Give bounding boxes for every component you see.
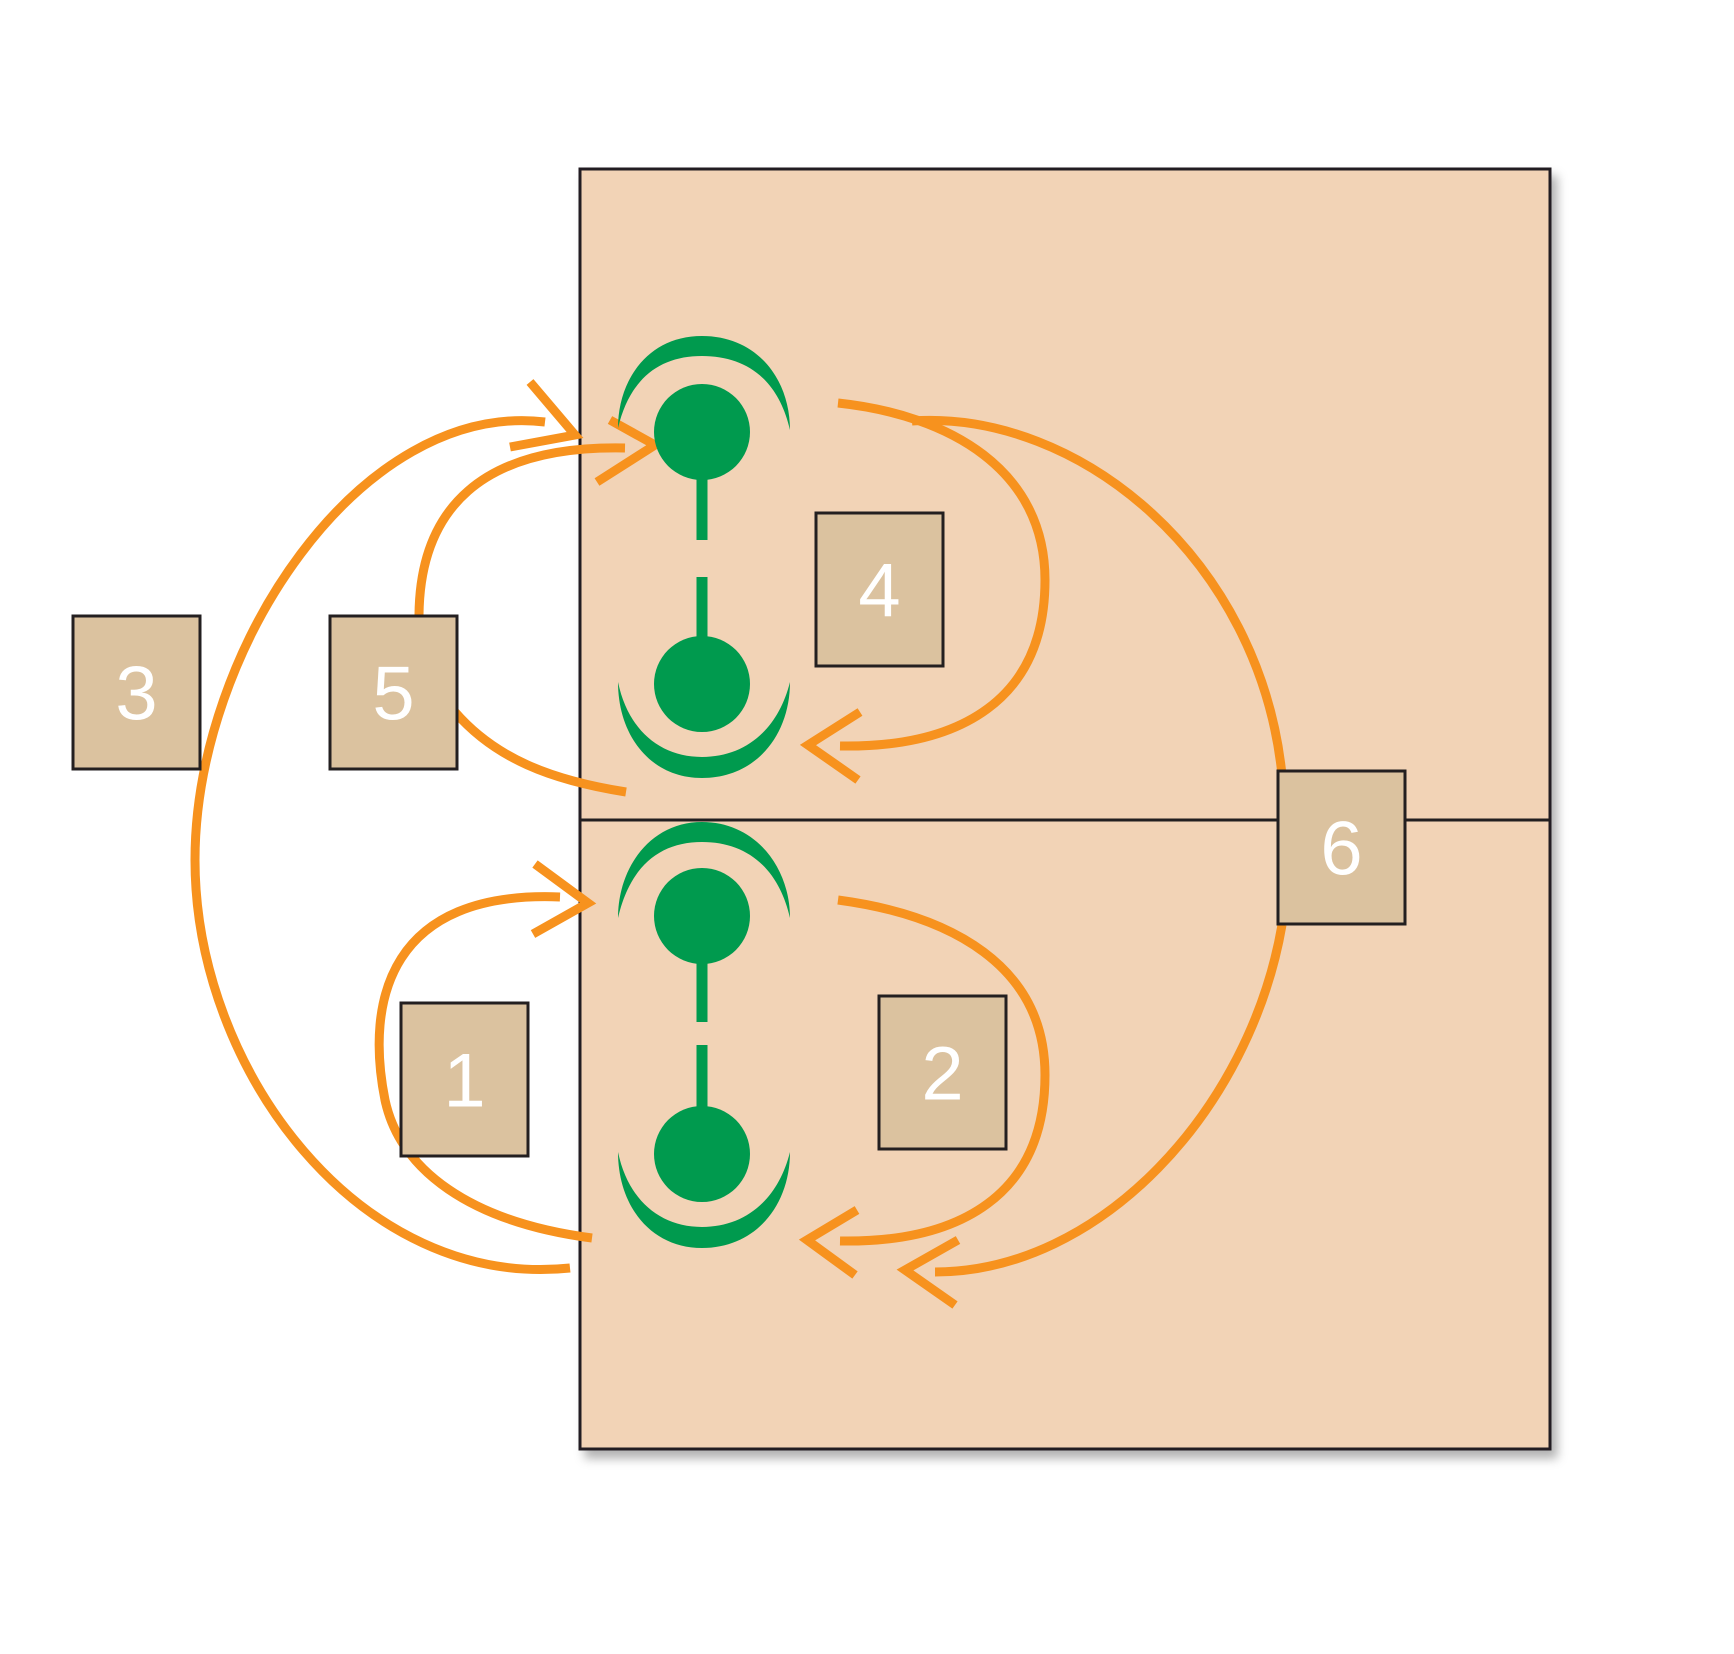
player-dot [654, 868, 750, 964]
label-1: 1 [443, 1039, 485, 1124]
label-6: 6 [1320, 807, 1362, 892]
movement-arrow-icon [799, 708, 863, 784]
player-marker-icon [618, 682, 790, 778]
arrow-5 [414, 416, 664, 797]
arrow-4-path [837, 398, 1050, 751]
arrow-6-path [911, 415, 1287, 1277]
player-lower-back [618, 1106, 790, 1248]
label-3: 3 [115, 652, 157, 737]
movement-arrow-icon [798, 1206, 860, 1279]
players [618, 336, 790, 1248]
label-box-2: 2 [877, 994, 1008, 1151]
player-dot [654, 384, 750, 480]
arrow-2 [798, 895, 1050, 1279]
player-dot [654, 636, 750, 732]
player-dot [654, 1106, 750, 1202]
label-5: 5 [372, 652, 414, 737]
label-box-1: 1 [399, 1001, 530, 1158]
movement-arrow-icon [509, 379, 584, 452]
arrow-6 [896, 415, 1287, 1309]
movement-arrow-icon [530, 860, 597, 938]
label-box-6: 6 [1276, 769, 1407, 926]
label-2: 2 [921, 1032, 963, 1117]
label-box-4: 4 [814, 511, 945, 668]
arrow-1-path [374, 892, 593, 1243]
arrow-1 [374, 860, 597, 1243]
arrow-5-path [414, 443, 627, 797]
player-lower-front [618, 822, 790, 964]
player-upper-front [618, 336, 790, 480]
label-box-5: 5 [328, 614, 459, 771]
label-4: 4 [858, 549, 900, 634]
player-marker-icon [618, 822, 790, 918]
movement-arrow-icon [896, 1236, 961, 1309]
label-box-3: 3 [71, 614, 202, 771]
movement-arrows [190, 379, 1287, 1309]
arrow-2-path [837, 895, 1050, 1246]
arrow-3 [190, 379, 584, 1274]
player-marker-icon [618, 336, 790, 430]
player-marker-icon [618, 1152, 790, 1248]
movement-arrow-icon [594, 416, 664, 486]
arrow-4 [799, 398, 1050, 784]
arrow-3-path [190, 416, 571, 1274]
player-upper-back [618, 636, 790, 778]
